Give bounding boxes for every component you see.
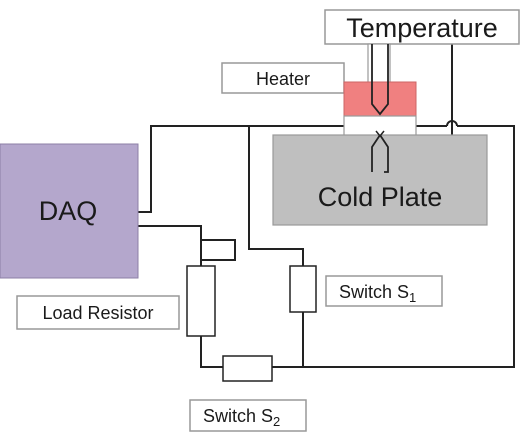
temperature-box — [324, 9, 520, 45]
switch-s2-label-main: Switch S — [203, 406, 273, 426]
load-resistor-label-box — [16, 295, 180, 330]
daq-label: DAQ — [39, 196, 98, 226]
load-resistor — [186, 265, 216, 337]
daq-box — [0, 143, 139, 279]
switch-s1-label-box — [325, 275, 443, 307]
switch-s1 — [289, 265, 317, 313]
load-resistor-label: Load Resistor — [42, 303, 153, 323]
heater-spacer — [343, 115, 417, 137]
cold-plate-label: Cold Plate — [318, 182, 443, 212]
thermocouple-junction-heater — [371, 44, 389, 116]
heater-label-box — [221, 62, 345, 94]
switch-s2-label: Switch S2 — [203, 406, 280, 429]
switch-s1-label: Switch S1 — [339, 282, 416, 305]
heater-block — [343, 81, 417, 117]
wire-daq-top — [138, 125, 447, 213]
switch-s1-label-main: Switch S — [339, 282, 409, 302]
thermocouple-junction-cold-plate — [371, 134, 389, 173]
switch-s1-label-sub: 1 — [409, 290, 416, 305]
heater-label: Heater — [256, 69, 310, 89]
wire-s1-top — [248, 126, 304, 266]
thermocouple-tip — [375, 130, 385, 138]
wire-load-resistor-branch — [201, 239, 236, 261]
switch-s2-label-box — [189, 399, 307, 432]
cold-plate — [272, 134, 488, 226]
switch-s2 — [222, 355, 273, 382]
temperature-label: Temperature — [346, 13, 498, 43]
wire-right-loop — [272, 125, 515, 368]
switch-s2-label-sub: 2 — [273, 414, 280, 429]
